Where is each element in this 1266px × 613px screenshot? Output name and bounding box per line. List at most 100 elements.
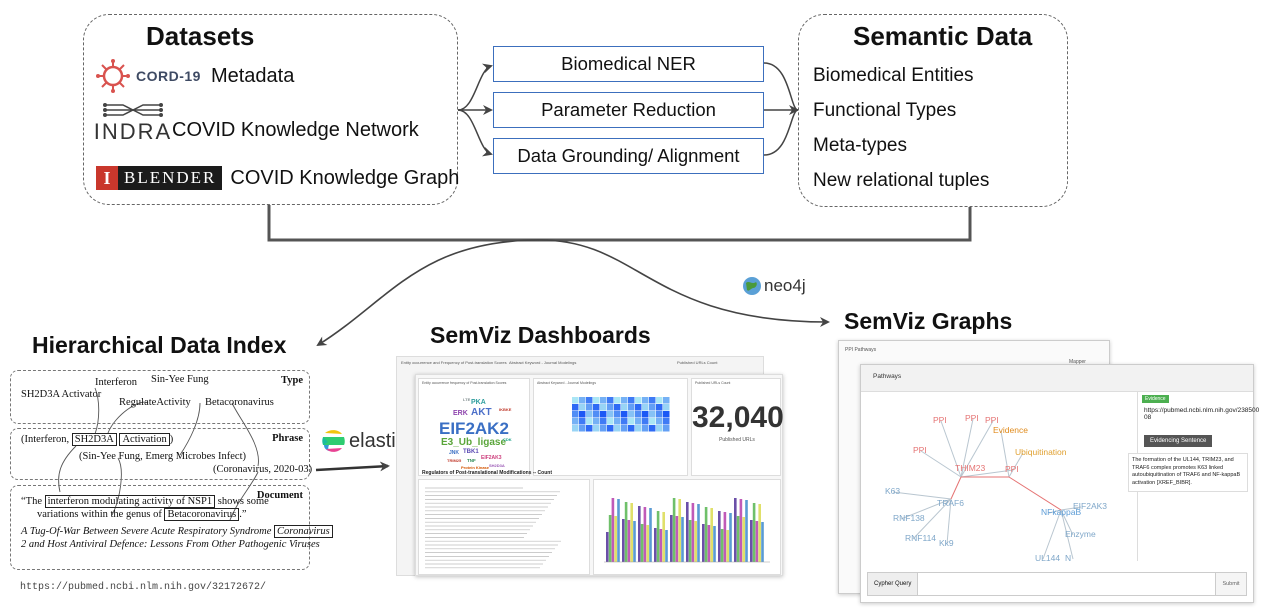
heatmap-cell bbox=[656, 404, 663, 411]
heatmap-cell bbox=[572, 425, 579, 432]
chart-bar bbox=[702, 524, 705, 562]
cloud-word: CDK bbox=[503, 437, 512, 442]
heatmap-cell bbox=[663, 404, 670, 411]
heatmap-cell bbox=[586, 425, 593, 432]
dataset-row-cord19: CORD-19 Metadata bbox=[96, 59, 294, 93]
graph-node-label[interactable]: K63 bbox=[885, 486, 901, 496]
back-window-title: PPI Pathways bbox=[845, 347, 877, 353]
graph-node-label[interactable]: RNF138 bbox=[893, 513, 925, 523]
graph-node-label[interactable]: RNF114 bbox=[905, 533, 937, 543]
back-header: Published URLs Count bbox=[677, 360, 718, 365]
indra-logo-text: INDRA bbox=[93, 119, 173, 144]
heatmap-cell bbox=[663, 411, 670, 418]
heatmap-cell bbox=[586, 397, 593, 404]
graph-edge bbox=[912, 498, 952, 540]
datasets-panel: Datasets CORD-19 Metadata bbox=[83, 14, 459, 205]
elastic-icon bbox=[322, 430, 345, 452]
heatmap-cell bbox=[600, 425, 607, 432]
blender-logo: I BLENDER bbox=[96, 166, 223, 190]
heatmap-cell bbox=[607, 397, 614, 404]
graph-edge bbox=[1008, 476, 1062, 511]
graph-node-label[interactable]: NFkappaB bbox=[1041, 507, 1082, 517]
graph-node-label[interactable]: PPI bbox=[1005, 464, 1019, 474]
chart-bar bbox=[622, 519, 625, 562]
quote-text: .” bbox=[239, 509, 247, 520]
cypher-query-label: Cypher Query bbox=[868, 573, 919, 595]
heatmap-cell bbox=[607, 404, 614, 411]
graph-edge bbox=[940, 420, 962, 478]
graph-node-label[interactable]: N bbox=[1065, 553, 1072, 563]
graph-edge bbox=[892, 491, 952, 500]
heatmap-cell bbox=[663, 425, 670, 432]
chart-bar bbox=[686, 502, 689, 562]
chart-bar bbox=[640, 524, 644, 562]
graph-node-label[interactable]: PPI bbox=[933, 415, 947, 425]
card-title: Abstract Keyword - Journal Modelings bbox=[537, 381, 596, 385]
graph-edge bbox=[960, 469, 1014, 478]
heatmap-cell bbox=[649, 418, 656, 425]
heatmap-cell bbox=[635, 425, 642, 432]
graph-edge bbox=[1008, 452, 1024, 478]
evidencing-sentence-button[interactable]: Evidencing Sentence bbox=[1144, 435, 1213, 447]
graph-node-label[interactable]: PPI bbox=[965, 413, 979, 423]
graph-edge bbox=[1060, 509, 1074, 560]
heatmap-cell bbox=[649, 411, 656, 418]
graph-node-label[interactable]: THIM23 bbox=[955, 463, 986, 473]
evidence-url[interactable]: https://pubmed.ncbi.nlm.nih.gov/238500 0… bbox=[1144, 407, 1260, 421]
cloud-word: Protein Kinase bbox=[461, 465, 490, 470]
network-icon bbox=[103, 103, 163, 117]
graph-edge bbox=[960, 468, 964, 478]
heatmap-cell bbox=[656, 397, 663, 404]
semantic-item: Biomedical Entities bbox=[813, 65, 974, 86]
graph-edge bbox=[950, 476, 962, 500]
heatmap-cell bbox=[628, 411, 635, 418]
index-phrase-level: Phrase (Interferon, SH2D3A Activation) (… bbox=[10, 428, 312, 480]
graph-node-label[interactable]: TRAF6 bbox=[937, 498, 964, 508]
heatmap-cell bbox=[586, 418, 593, 425]
graph-node-label[interactable]: Evidence bbox=[993, 425, 1028, 435]
heatmap-cell bbox=[579, 418, 586, 425]
hierarchical-index-title: Hierarchical Data Index bbox=[32, 332, 287, 358]
heatmap-cell bbox=[586, 411, 593, 418]
heatmap-cell bbox=[628, 425, 635, 432]
submit-button[interactable]: Submit bbox=[1215, 573, 1246, 595]
heatmap-cell bbox=[642, 397, 649, 404]
heatmap-cell bbox=[635, 411, 642, 418]
pathways-header: Pathways bbox=[861, 365, 1253, 392]
graph-node-label[interactable]: PPI bbox=[913, 445, 927, 455]
process-biomedical-ner: Biomedical NER bbox=[493, 46, 764, 82]
graph-node-label[interactable]: EIF2AK3 bbox=[1073, 501, 1108, 511]
chart-bar bbox=[707, 525, 711, 562]
process-data-grounding: Data Grounding/ Alignment bbox=[493, 138, 764, 174]
graph-edge bbox=[1060, 509, 1074, 536]
chart-bar bbox=[688, 520, 692, 562]
cloud-word: TNF bbox=[467, 458, 476, 463]
heatmap-cell bbox=[621, 425, 628, 432]
heatmap-cell bbox=[593, 418, 600, 425]
phrase-level-label: Phrase bbox=[272, 433, 303, 444]
cloud-word: SH2D3A bbox=[489, 463, 505, 468]
graph-node-label[interactable]: UL144 bbox=[1035, 553, 1061, 563]
back-header: Abstract Keyword - Journal Modelings bbox=[509, 360, 577, 365]
index-type-level: Type Interferon Sin-Yee Fung SH2D3A Acti… bbox=[10, 370, 310, 424]
chart-bar bbox=[654, 528, 657, 562]
graphs-title: SemViz Graphs bbox=[844, 308, 1013, 334]
phrase-text: ) bbox=[169, 434, 174, 445]
back-header: Entity occurrence and Frequency of Post-… bbox=[401, 360, 507, 365]
heatmap-cell bbox=[621, 411, 628, 418]
chart-bar bbox=[638, 506, 641, 562]
chart-bar bbox=[755, 521, 759, 562]
graph-node-label[interactable]: PPI bbox=[985, 415, 999, 425]
cloud-word: LTE bbox=[463, 397, 471, 402]
graph-node-label[interactable]: Ubiquitination bbox=[1015, 447, 1067, 457]
graph-node-label[interactable]: Enzyme bbox=[1065, 529, 1096, 539]
heatmap-cell bbox=[572, 397, 579, 404]
heatmap-cell bbox=[593, 404, 600, 411]
chart-bar bbox=[624, 502, 628, 562]
graph-edge bbox=[946, 498, 952, 545]
heatmap-cell bbox=[600, 397, 607, 404]
type-term: SH2D3A Activator bbox=[21, 389, 102, 400]
graph-node-label[interactable]: Kk9 bbox=[939, 538, 954, 548]
